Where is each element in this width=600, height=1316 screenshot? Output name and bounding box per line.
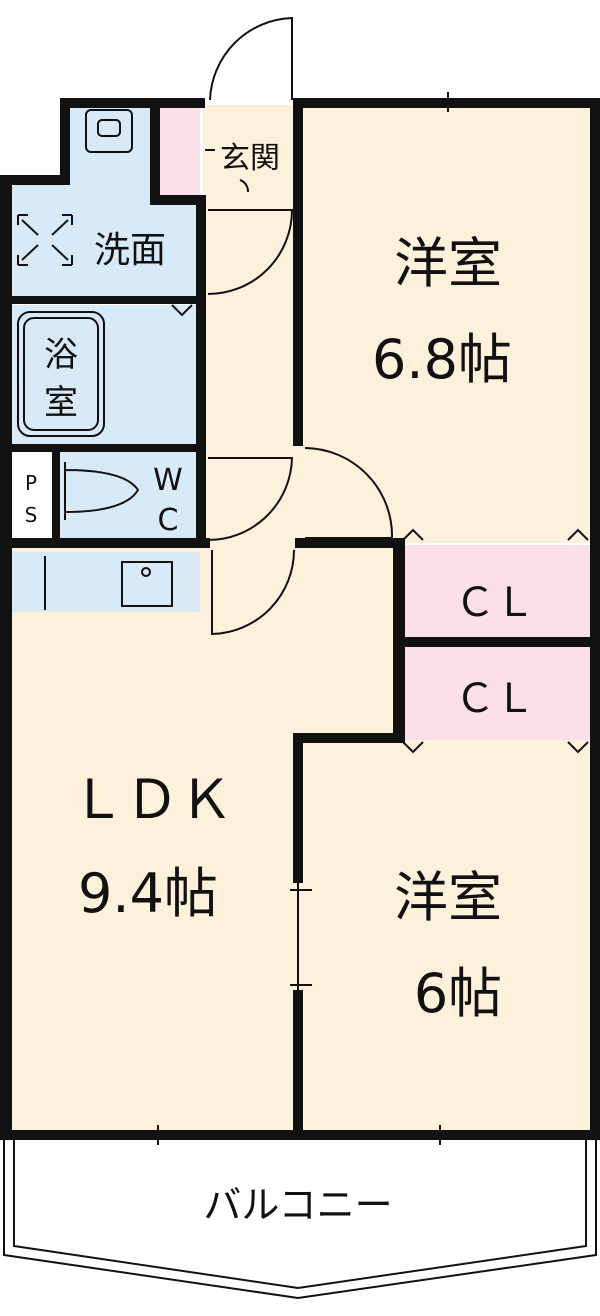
bath-label-line1: 浴 <box>44 335 78 375</box>
room-fill-entrance <box>203 105 298 200</box>
room-fill-western-top <box>300 105 592 543</box>
room-fill-hallway <box>203 200 300 545</box>
room-size-western-bottom: 6帖 <box>414 962 502 1025</box>
closet-2-label: ＣＬ <box>455 676 535 722</box>
ps-label-line1: P <box>25 471 37 495</box>
room-fill-western-bottom <box>300 740 592 1133</box>
closet-2-fill <box>400 645 590 740</box>
ps-label-line2: S <box>25 503 38 527</box>
shoe-cabinet-fill <box>160 105 200 195</box>
room-name-ldk: ＬＤＫ <box>71 768 233 831</box>
toilet-label-line1: W <box>153 463 183 498</box>
bath-fill <box>12 305 200 445</box>
closet-1-label: ＣＬ <box>455 580 535 626</box>
closet-1-fill <box>400 545 590 640</box>
toilet-fill <box>60 452 200 540</box>
room-name-western-top: 洋室 <box>394 232 502 295</box>
entrance-label: 玄関 <box>220 141 280 176</box>
entrance-door-swing <box>209 16 293 101</box>
balcony-outline <box>3 1140 597 1300</box>
bath-label-line2: 室 <box>44 383 78 423</box>
details <box>17 16 589 1145</box>
room-name-western-bottom: 洋室 <box>394 866 502 929</box>
toilet-door-swing <box>207 457 294 541</box>
room-size-western-top: 6.8帖 <box>372 328 512 391</box>
washroom-label: 洗面 <box>94 230 166 271</box>
toilet-label-line2: C <box>158 503 179 538</box>
balcony-label: バルコニー <box>203 1183 392 1227</box>
western-top-door-swing <box>304 447 394 539</box>
washroom-door-swing <box>207 209 294 295</box>
room-size-ldk: 9.4帖 <box>78 862 218 925</box>
ldk-door-swing <box>211 549 295 636</box>
